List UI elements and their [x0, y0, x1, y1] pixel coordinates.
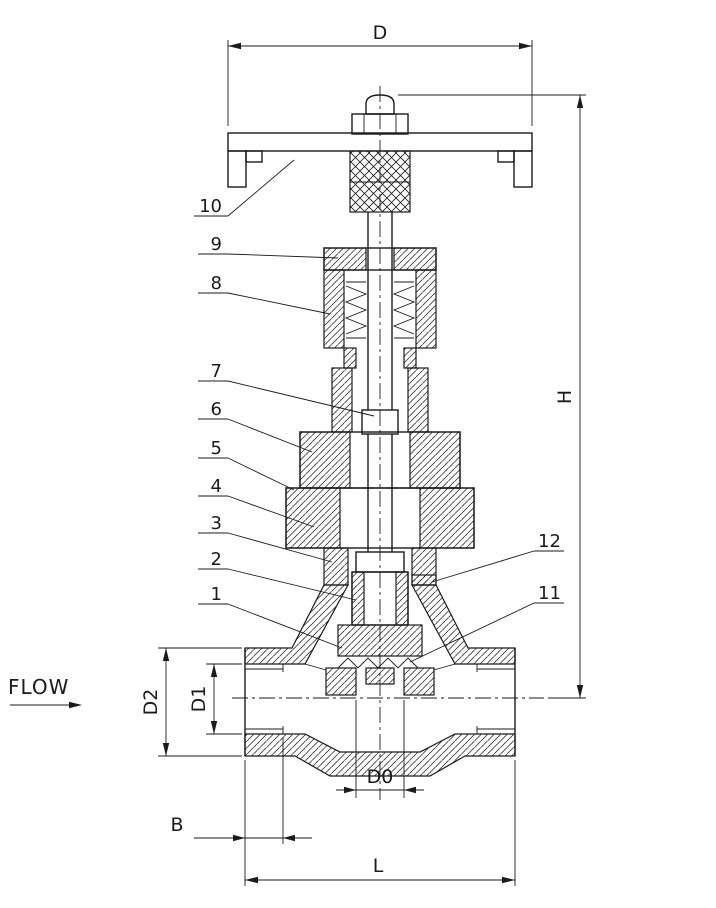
flow-arrow-icon — [69, 701, 82, 709]
dim-label-l: L — [373, 855, 384, 877]
disc — [337, 624, 423, 657]
callout-2: 2 — [211, 549, 222, 570]
dimension-H: H — [398, 94, 586, 699]
dim-label-d2: D2 — [140, 689, 162, 716]
dimension-D1: D1 — [188, 663, 242, 735]
callout-3: 3 — [211, 513, 222, 534]
dimension-B: B — [170, 738, 312, 844]
dimension-D0: D0 — [336, 700, 424, 798]
dimension-L: L — [244, 760, 516, 886]
callout-12: 12 — [538, 531, 561, 552]
part-callouts-left: 10 9 8 7 6 5 4 3 2 1 — [194, 159, 375, 649]
callout-9: 9 — [211, 234, 222, 255]
port-threads — [245, 664, 515, 734]
dim-label-d0: D0 — [367, 766, 394, 788]
part-callouts-right: 12 11 — [409, 531, 564, 663]
dimension-D2: D2 — [140, 647, 242, 757]
callout-11: 11 — [538, 583, 561, 604]
flow-label: FLOW — [8, 675, 69, 699]
packing-rings — [344, 281, 416, 339]
dimension-D: D — [227, 22, 533, 126]
disc-spring — [337, 657, 419, 669]
callout-4: 4 — [211, 476, 222, 497]
dim-label-d1: D1 — [188, 686, 210, 713]
callout-1: 1 — [211, 584, 222, 605]
packing-gland — [323, 247, 437, 369]
seat-ring — [304, 663, 456, 696]
dim-label-h: H — [554, 390, 576, 404]
bonnet — [299, 367, 461, 489]
handwheel — [227, 132, 533, 213]
callout-6: 6 — [211, 399, 222, 420]
disc-assembly — [337, 571, 423, 685]
callout-7: 7 — [211, 361, 222, 382]
stem-collar — [361, 409, 399, 435]
disc-nut — [365, 667, 395, 685]
stem-cap-and-nut — [351, 94, 409, 135]
dim-label-d: D — [373, 22, 388, 44]
dim-label-b: B — [170, 814, 183, 836]
callout-10: 10 — [199, 196, 222, 217]
bonnet-gasket — [411, 574, 437, 586]
callout-5: 5 — [211, 438, 222, 459]
callout-8: 8 — [211, 273, 222, 294]
valve-body — [244, 584, 516, 777]
union-nut — [285, 487, 475, 549]
flow-annotation: FLOW — [8, 675, 82, 709]
valve-stem — [355, 212, 405, 573]
handwheel-hub — [349, 150, 411, 213]
